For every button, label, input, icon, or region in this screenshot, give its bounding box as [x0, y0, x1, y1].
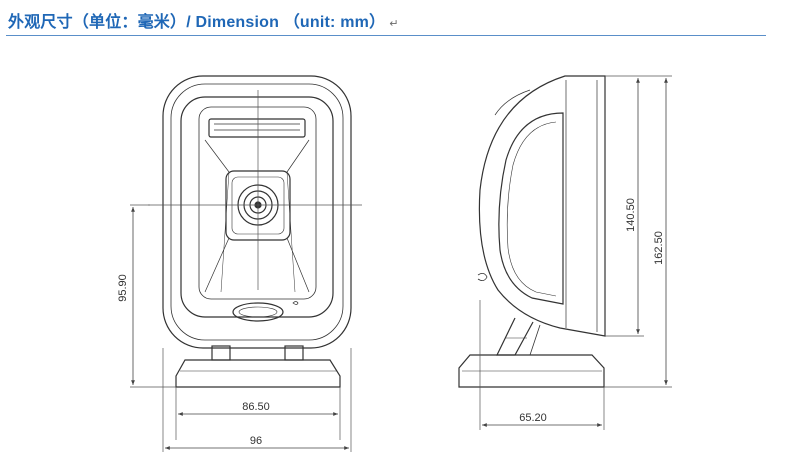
front-base: [175, 359, 341, 388]
return-mark: ↵: [389, 18, 399, 30]
dim-side-depth: 65.20: [519, 412, 547, 424]
side-view: [458, 75, 606, 388]
title-divider: [6, 35, 766, 36]
dim-front-height: 95.90: [117, 274, 129, 302]
front-housing-outer: [162, 75, 352, 349]
side-dimensions: 140.50 162.50 65.20: [479, 75, 672, 430]
front-window-inner: [198, 106, 317, 300]
dim-side-inner-height: 140.50: [625, 198, 637, 232]
front-view: [162, 75, 352, 388]
top-light-bar: [208, 118, 306, 138]
front-dimensions: 95.90 86.50 96: [117, 204, 352, 452]
dim-front-total-width: 96: [250, 435, 262, 447]
page-title-text: 外观尺寸（单位：毫米）/ Dimension （unit: mm）: [8, 14, 386, 31]
dim-side-total-height: 162.50: [653, 231, 665, 265]
front-center-lines: [148, 90, 362, 290]
side-stand-front: [496, 317, 534, 356]
bottom-indicator-window: [232, 302, 284, 322]
side-head-body: [478, 75, 606, 337]
page-title: 外观尺寸（单位：毫米）/ Dimension （unit: mm）↵: [8, 8, 399, 32]
front-housing-rim: [170, 83, 344, 341]
side-window: [498, 112, 564, 305]
dim-front-inner-width: 86.50: [242, 401, 270, 413]
